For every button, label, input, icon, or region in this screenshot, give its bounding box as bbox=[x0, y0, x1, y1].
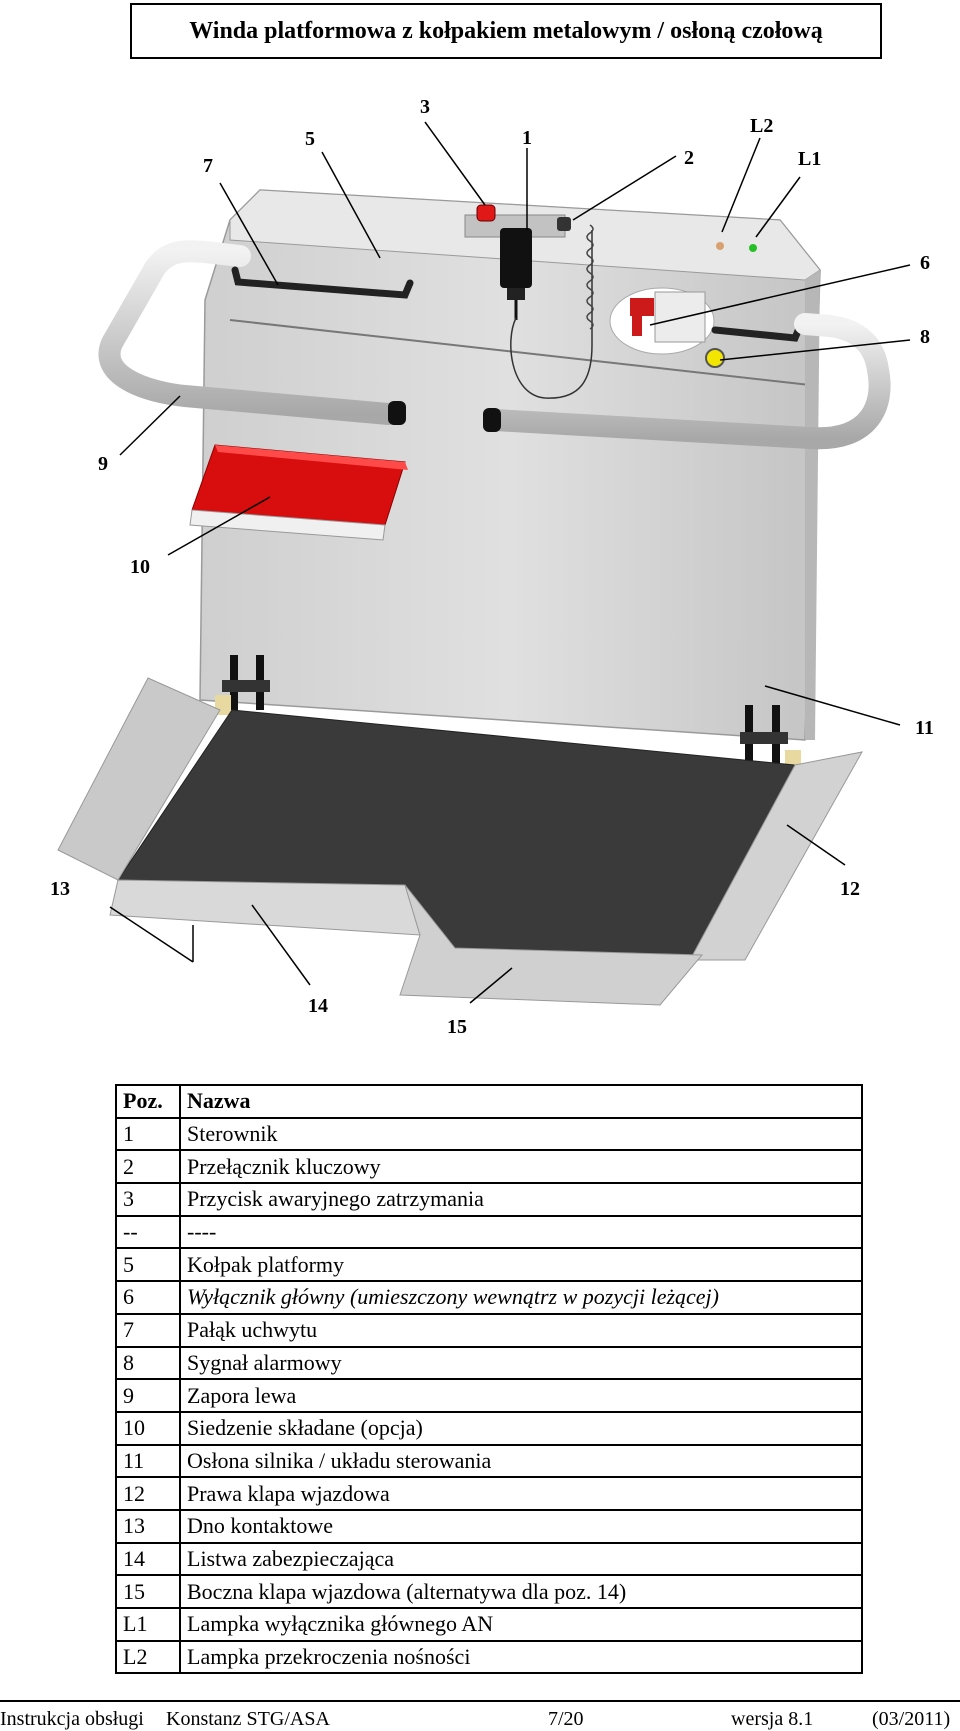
key-switch bbox=[557, 217, 571, 231]
emergency-stop-button bbox=[476, 204, 496, 222]
callout-14: 14 bbox=[308, 995, 328, 1017]
table-row: ------ bbox=[115, 1214, 863, 1250]
row-pos: -- bbox=[115, 1214, 181, 1250]
footer-manual: Instrukcja obsługi bbox=[0, 1708, 144, 1730]
right-ramp bbox=[689, 751, 863, 961]
row-pos: 2 bbox=[115, 1149, 181, 1185]
row-name: ---- bbox=[179, 1214, 863, 1250]
leader-lines bbox=[109, 121, 911, 1004]
row-name: Kołpak platformy bbox=[179, 1247, 863, 1283]
row-pos: L1 bbox=[115, 1607, 181, 1642]
footer-page-number: 7/20 bbox=[548, 1708, 584, 1730]
row-name: Sygnał alarmowy bbox=[179, 1345, 863, 1381]
row-pos: 5 bbox=[115, 1247, 181, 1283]
callout-8: 8 bbox=[920, 326, 930, 348]
row-pos: 8 bbox=[115, 1345, 181, 1381]
callout-3: 3 bbox=[420, 96, 430, 118]
left-barrier bbox=[98, 240, 399, 425]
row-pos: 14 bbox=[115, 1541, 181, 1577]
main-switch bbox=[609, 287, 715, 355]
footer-model: Konstanz STG/ASA bbox=[166, 1708, 330, 1730]
row-name: Przełącznik kluczowy bbox=[179, 1149, 863, 1185]
row-pos: 12 bbox=[115, 1476, 181, 1511]
row-pos: 11 bbox=[115, 1443, 181, 1479]
callout-5: 5 bbox=[305, 128, 315, 150]
callout-L1: L1 bbox=[798, 148, 821, 170]
row-pos: 13 bbox=[115, 1508, 181, 1544]
row-name: Przycisk awaryjnego zatrzymania bbox=[179, 1182, 863, 1217]
callout-13: 13 bbox=[50, 878, 70, 900]
callout-7: 7 bbox=[203, 155, 213, 177]
row-pos: 9 bbox=[115, 1378, 181, 1413]
page-title-text: Winda platformowa z kołpakiem metalowym … bbox=[189, 17, 823, 44]
row-name: Listwa zabezpieczająca bbox=[179, 1541, 863, 1577]
row-name: Lampka przekroczenia nośności bbox=[179, 1639, 863, 1675]
footer-version: wersja 8.1 bbox=[731, 1708, 814, 1730]
row-pos: 10 bbox=[115, 1410, 181, 1446]
callout-10: 10 bbox=[130, 556, 150, 578]
callout-1: 1 bbox=[522, 127, 532, 149]
folding-seat bbox=[189, 444, 408, 541]
controller-pendant bbox=[500, 224, 594, 399]
callout-2: 2 bbox=[684, 147, 694, 169]
callout-6: 6 bbox=[920, 252, 930, 274]
header-name: Nazwa bbox=[179, 1084, 863, 1119]
header-pos: Poz. bbox=[115, 1084, 181, 1119]
page-footer: Instrukcja obsługi Konstanz STG/ASA 7/20… bbox=[0, 1700, 960, 1730]
page-title: Winda platformowa z kołpakiem metalowym … bbox=[130, 3, 882, 59]
row-name: Zapora lewa bbox=[179, 1378, 863, 1413]
right-barrier bbox=[484, 313, 891, 450]
callout-11: 11 bbox=[915, 717, 934, 739]
alarm-signal bbox=[705, 348, 725, 368]
motor-guard-left bbox=[215, 655, 270, 715]
row-pos: 3 bbox=[115, 1182, 181, 1217]
safety-strip bbox=[109, 879, 421, 936]
main-switch-lamp bbox=[749, 244, 757, 252]
row-name: Wyłącznik główny (umieszczony wewnątrz w… bbox=[179, 1280, 863, 1315]
row-name: Lampka wyłącznika głównego AN bbox=[179, 1607, 863, 1642]
footer-date: (03/2011) bbox=[872, 1708, 951, 1730]
callout-9: 9 bbox=[98, 453, 108, 475]
row-name: Prawa klapa wjazdowa bbox=[179, 1476, 863, 1511]
platform-lift-diagram: 3 5 1 7 2 L2 L1 6 8 9 10 11 13 12 14 15 bbox=[50, 96, 934, 1038]
row-name: Sterownik bbox=[179, 1116, 863, 1152]
row-pos: 7 bbox=[115, 1312, 181, 1348]
callout-L2: L2 bbox=[750, 115, 773, 137]
parts-table-header: Poz. Nazwa bbox=[115, 1084, 863, 1119]
row-name: Dno kontaktowe bbox=[179, 1508, 863, 1544]
row-pos: L2 bbox=[115, 1639, 181, 1675]
grab-handle bbox=[231, 266, 414, 299]
row-pos: 15 bbox=[115, 1574, 181, 1609]
row-pos: 6 bbox=[115, 1280, 181, 1315]
callout-12: 12 bbox=[840, 878, 860, 900]
side-entry-flap bbox=[399, 884, 704, 1006]
row-name: Siedzenie składane (opcja) bbox=[179, 1410, 863, 1446]
callout-15: 15 bbox=[447, 1016, 467, 1038]
row-name: Pałąk uchwytu bbox=[179, 1312, 863, 1348]
overload-lamp bbox=[716, 242, 724, 250]
row-name: Osłona silnika / układu sterowania bbox=[179, 1443, 863, 1479]
row-name: Boczna klapa wjazdowa (alternatywa dla p… bbox=[179, 1574, 863, 1609]
row-pos: 1 bbox=[115, 1116, 181, 1152]
